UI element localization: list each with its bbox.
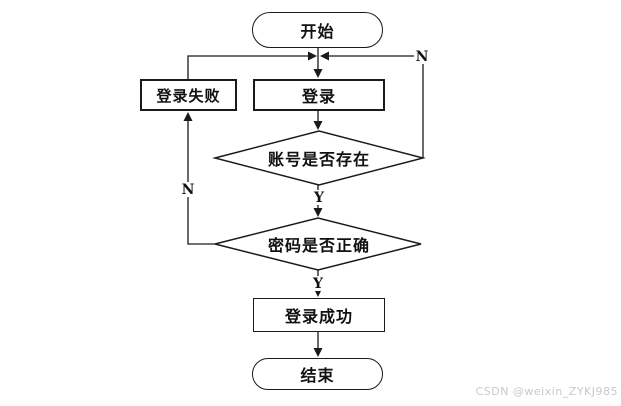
arrowhead-into-login <box>313 69 323 78</box>
arrowhead-junction-left <box>320 51 329 61</box>
password-correct-decision-label: 密码是否正确 <box>267 236 370 255</box>
edge-password-no-to-failed <box>187 121 215 245</box>
end-terminal: 结束 <box>252 358 383 390</box>
start-terminal: 开始 <box>252 12 383 48</box>
arrowhead-into-failed <box>183 112 193 121</box>
edge-failed-to-junction <box>187 55 309 79</box>
edge-label-n-account: N <box>414 48 430 65</box>
csdn-watermark: CSDN @weixin_ZYKJ985 <box>475 385 618 398</box>
login-success-box: 登录成功 <box>253 298 385 332</box>
password-correct-decision-shape <box>214 217 422 271</box>
login-failed-box: 登录失败 <box>140 79 237 111</box>
edge-label-n-password: N <box>180 181 196 198</box>
account-exists-decision-label: 账号是否存在 <box>267 150 370 169</box>
arrowhead-into-account-check <box>313 121 323 130</box>
arrowhead-into-end <box>313 348 323 357</box>
arrowhead-into-password-check <box>313 208 323 217</box>
login-box: 登录 <box>253 79 385 111</box>
edge-label-y-account: Y <box>311 190 327 205</box>
edge-label-y-password: Y <box>310 276 326 291</box>
arrowhead-junction-right <box>308 51 317 61</box>
